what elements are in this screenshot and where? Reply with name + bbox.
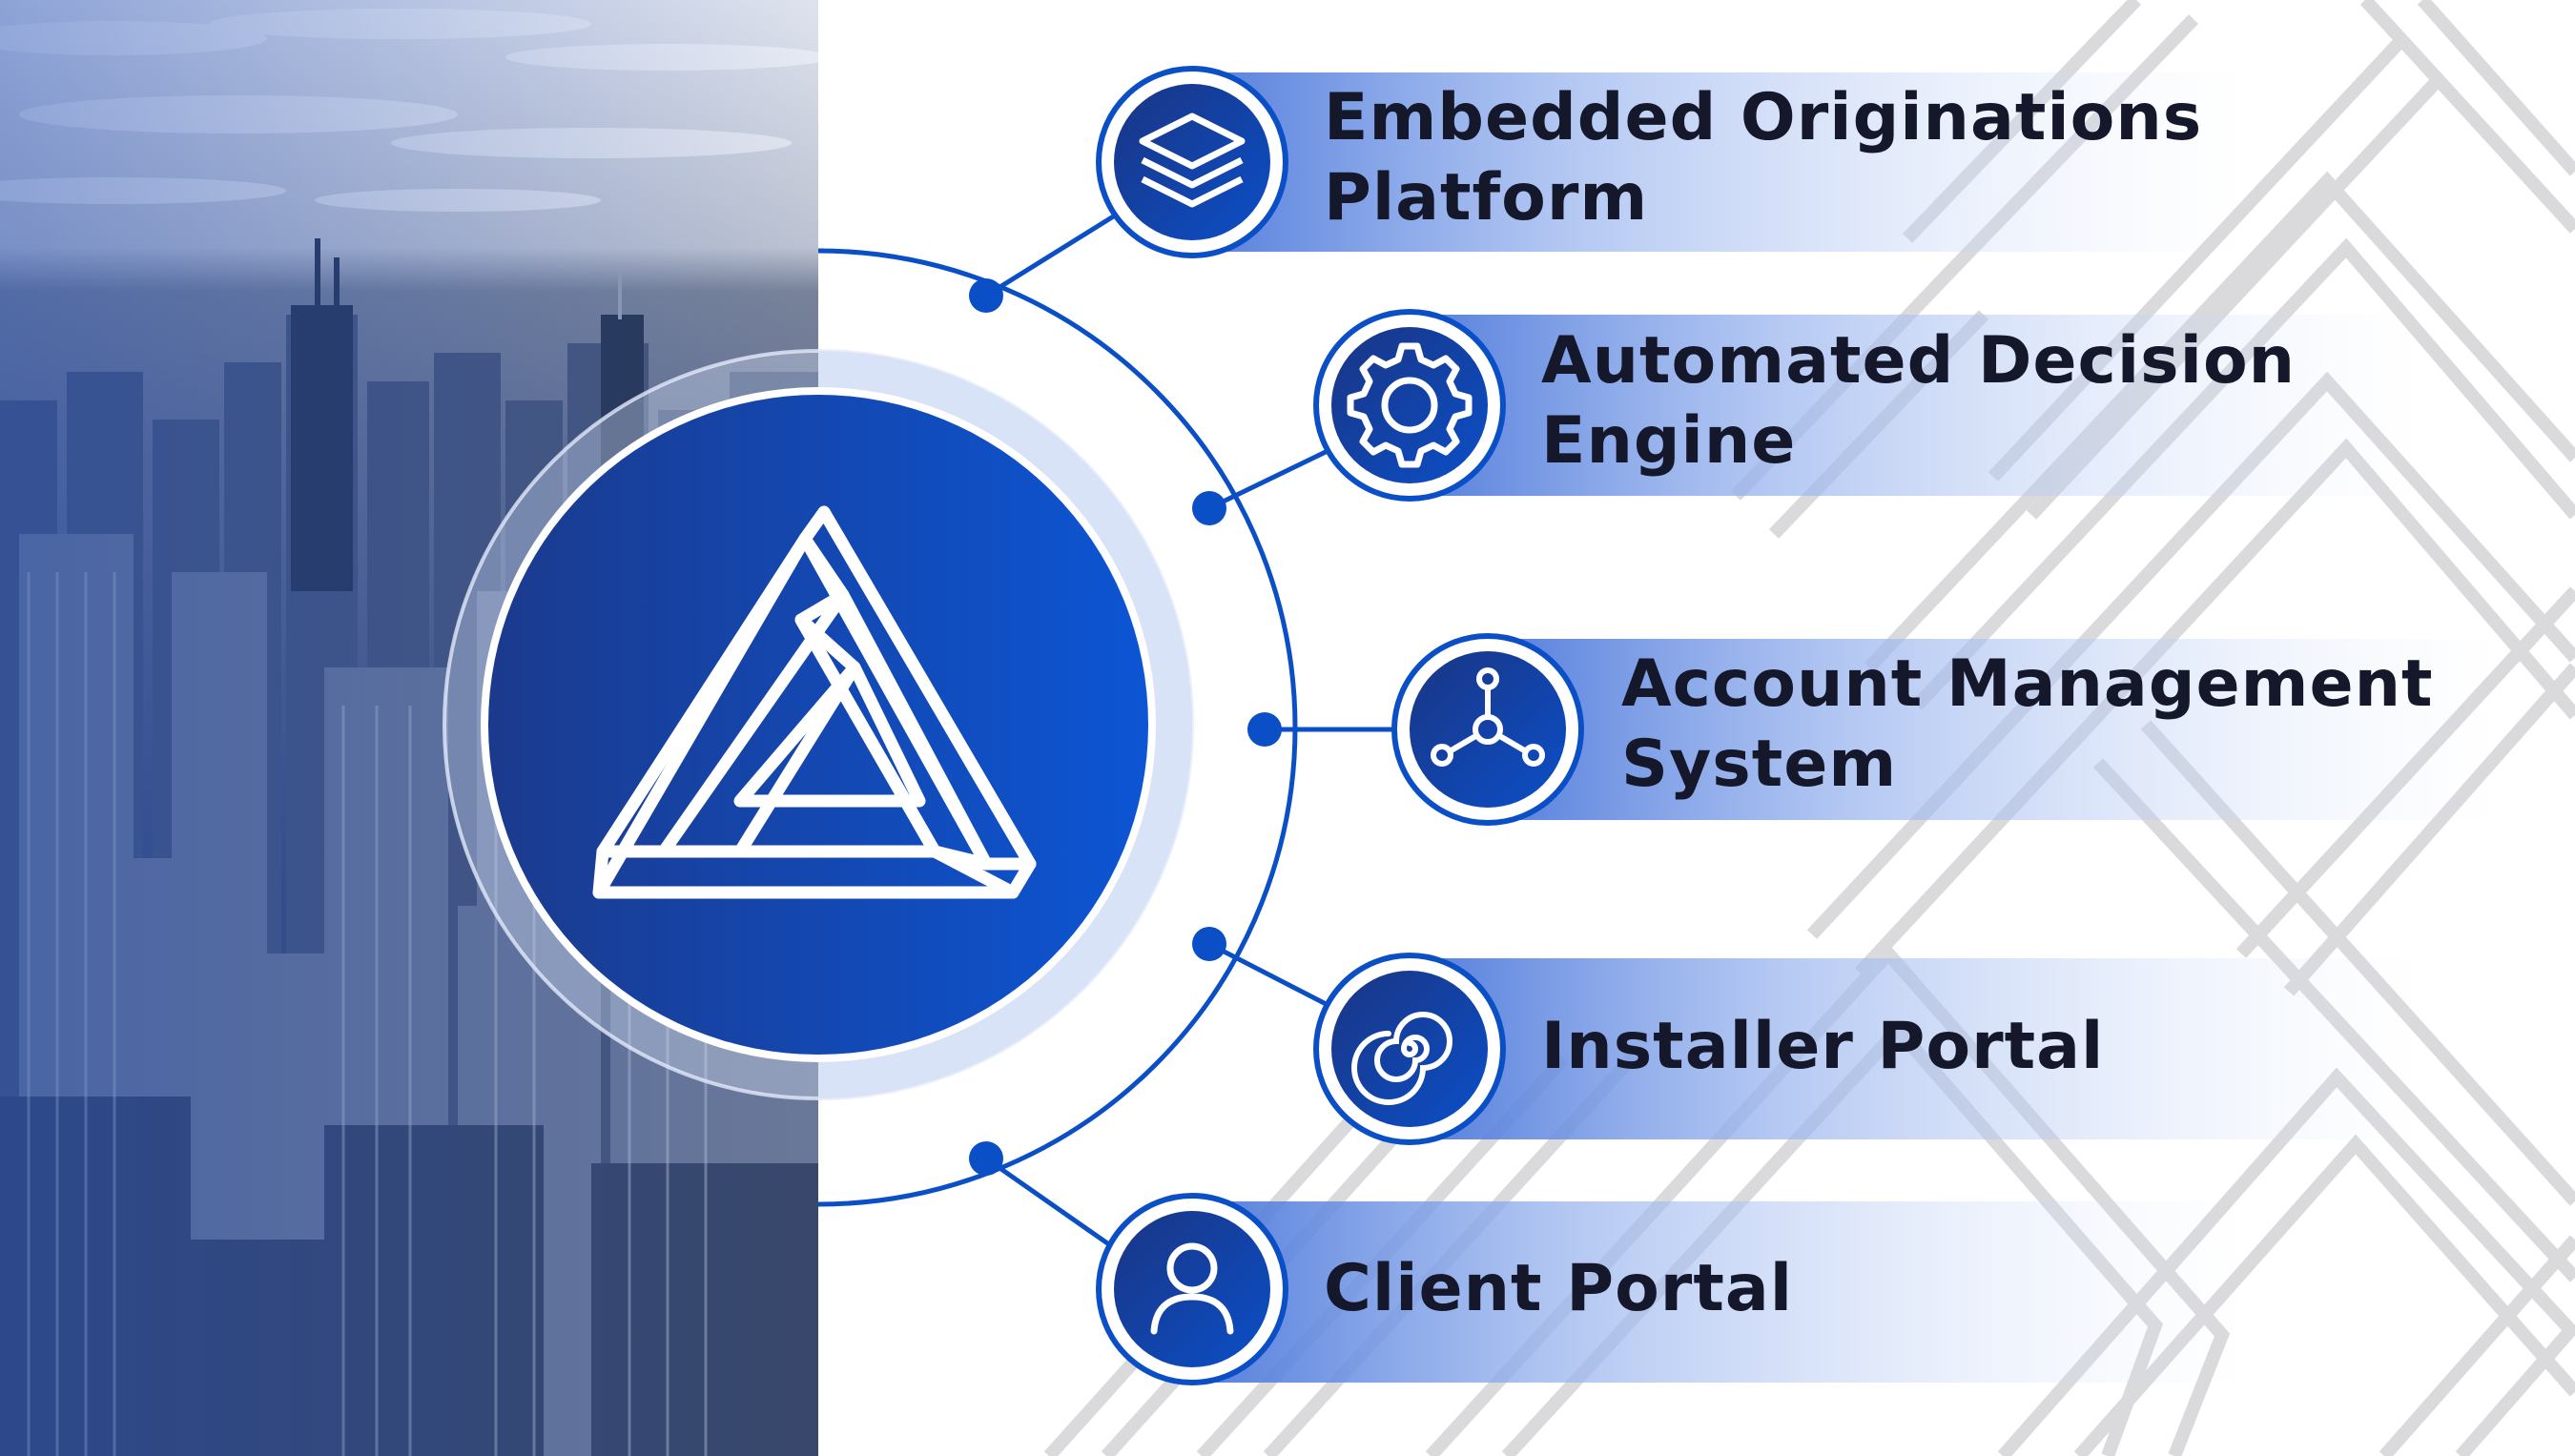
item-label-client-portal: Client Portal	[1324, 1249, 1793, 1329]
item-label-installer-portal: Installer Portal	[1541, 1007, 2104, 1087]
connector-spokes	[984, 208, 1402, 1257]
item-label-line2: Engine	[1541, 403, 1797, 479]
label-band	[1419, 315, 2420, 496]
item-label-automated-decision: Automated Decision Engine	[1541, 321, 2296, 482]
label-band	[1202, 1201, 2251, 1383]
impossible-triangle-icon	[592, 505, 1037, 899]
label-band	[1421, 958, 2422, 1139]
label-band	[1202, 72, 2251, 252]
item-label-line2: Platform	[1324, 160, 1649, 236]
item-label-line1: Automated Decision	[1541, 323, 2297, 399]
connector-dot	[969, 1141, 1003, 1176]
item-label-embedded-originations: Embedded Originations Platform	[1324, 78, 2202, 238]
stacked-layers-icon	[1139, 113, 1246, 208]
spiral-icon	[1351, 1012, 1452, 1105]
user-icon	[1150, 1242, 1234, 1335]
gear-icon	[1347, 342, 1473, 468]
connector-dot	[1192, 491, 1226, 525]
node-installer-portal	[1313, 953, 1506, 1145]
item-label-line1: Account Management	[1621, 646, 2434, 722]
item-label-line1: Installer Portal	[1541, 1009, 2105, 1084]
item-label-line2: System	[1621, 727, 1898, 802]
city-photo	[0, 0, 818, 1456]
label-band	[1497, 639, 2499, 820]
item-label-line1: Embedded Originations	[1324, 80, 2203, 155]
connector-dots	[969, 278, 1282, 1176]
label-bands	[1202, 72, 2499, 1383]
item-label-account-management: Account Management System	[1621, 645, 2434, 805]
central-hub	[481, 387, 1156, 1062]
network-nodes-icon	[1431, 667, 1545, 767]
item-label-line1: Client Portal	[1324, 1251, 1794, 1326]
connector-dot	[969, 278, 1003, 313]
node-client-portal	[1096, 1193, 1288, 1385]
connector-dot	[1192, 927, 1226, 961]
node-automated-decision	[1313, 309, 1506, 502]
node-account-management	[1391, 633, 1584, 826]
connector-dot	[1247, 712, 1282, 747]
node-embedded-originations	[1096, 66, 1288, 258]
